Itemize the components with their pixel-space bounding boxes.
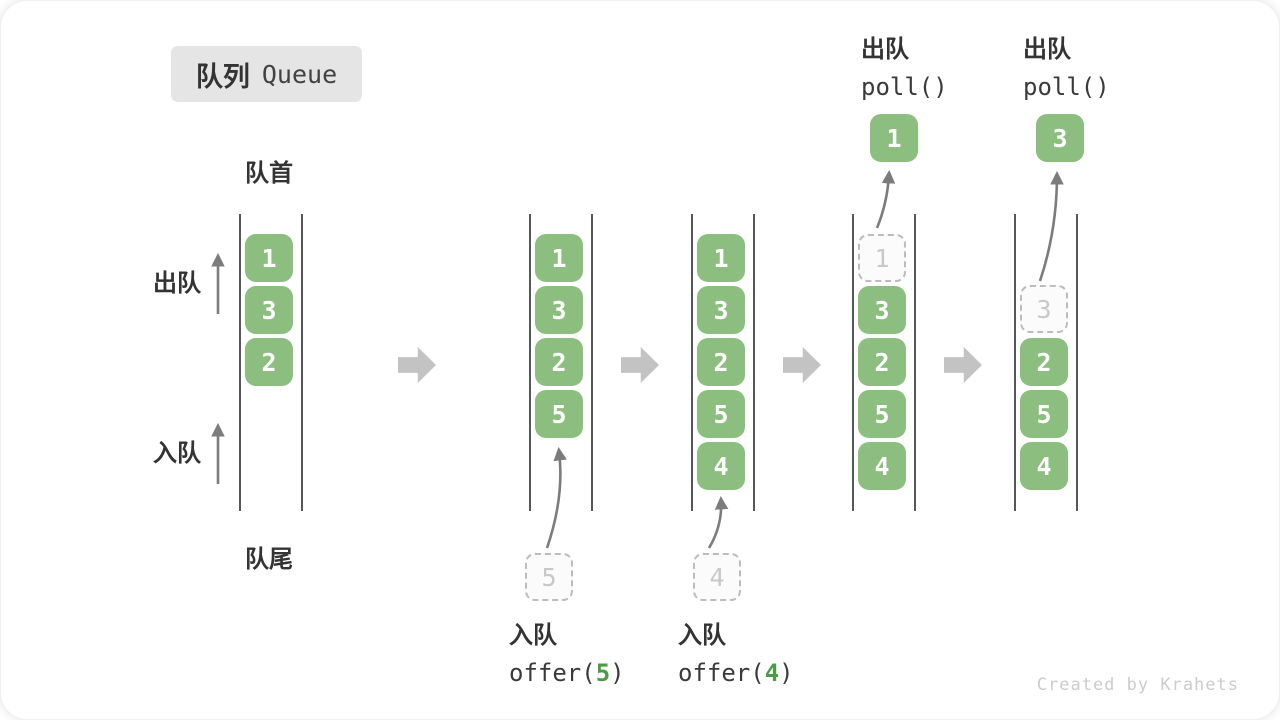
dequeue-operation-1: 出队 poll() [861, 29, 948, 101]
queue2-item: 2 [535, 338, 583, 386]
queue5-item: 2 [1020, 338, 1068, 386]
queue-rails-1 [239, 214, 303, 511]
offer-code: offer(5) [509, 659, 625, 687]
queue5-item: 4 [1020, 442, 1068, 490]
queue5-removed-ghost: 3 [1020, 285, 1068, 333]
title-en: Queue [261, 59, 338, 89]
queue4-item: 4 [858, 442, 906, 490]
poll-code: poll() [861, 73, 948, 101]
queue3-item: 4 [697, 442, 745, 490]
queue2-item: 5 [535, 390, 583, 438]
queue1-item: 3 [245, 286, 293, 334]
queue4-item: 2 [858, 338, 906, 386]
offer-code: offer(4) [678, 659, 794, 687]
queue4-popped-item: 1 [870, 114, 918, 162]
queue2-incoming-ghost: 5 [525, 553, 573, 601]
queue2-item: 1 [535, 234, 583, 282]
queue-rails-4 [852, 214, 916, 511]
flow-arrow-icon [398, 347, 436, 383]
queue5-popped-item: 3 [1036, 114, 1084, 162]
queue3-item: 5 [697, 390, 745, 438]
enqueue-operation-2: 入队 offer(4) [678, 615, 794, 687]
flow-arrow-icon [944, 347, 982, 383]
queue1-item: 1 [245, 234, 293, 282]
queue-rails-2 [529, 214, 593, 511]
dequeue-label: 出队 [1023, 36, 1071, 63]
queue-rails-5 [1014, 214, 1078, 511]
flow-arrow-icon [783, 347, 821, 383]
queue4-removed-ghost: 1 [858, 234, 906, 282]
queue5-item: 5 [1020, 390, 1068, 438]
flow-arrow-icon [621, 347, 659, 383]
queue3-item: 2 [697, 338, 745, 386]
queue3-item: 1 [697, 234, 745, 282]
queue-front-label: 队首 [245, 160, 293, 187]
queue3-item: 3 [697, 286, 745, 334]
title-box: 队列 Queue [171, 46, 362, 102]
queue1-item: 2 [245, 338, 293, 386]
enqueue-label: 入队 [509, 622, 557, 649]
queue-rear-label: 队尾 [245, 546, 293, 573]
enqueue-operation-1: 入队 offer(5) [509, 615, 625, 687]
poll-code: poll() [1023, 73, 1110, 101]
queue4-item: 5 [858, 390, 906, 438]
queue2-item: 3 [535, 286, 583, 334]
watermark: Created by Krahets [1036, 675, 1239, 695]
queue4-item: 3 [858, 286, 906, 334]
queue3-incoming-ghost: 4 [693, 553, 741, 601]
enqueue-label: 入队 [678, 622, 726, 649]
dequeue-label: 出队 [861, 36, 909, 63]
title-zh: 队列 [195, 61, 250, 92]
enqueue-side-label: 入队 [153, 440, 201, 467]
dequeue-side-label: 出队 [153, 270, 201, 297]
dequeue-operation-2: 出队 poll() [1023, 29, 1110, 101]
queue-rails-3 [691, 214, 755, 511]
